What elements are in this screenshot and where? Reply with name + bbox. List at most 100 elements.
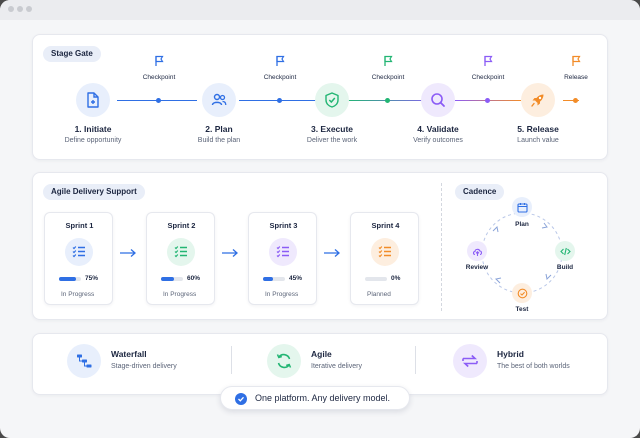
checkpoint-label: Checkpoint	[371, 74, 405, 81]
sprint-name: Sprint 2	[167, 221, 196, 230]
swap-arrows-icon	[462, 354, 478, 368]
cadence-label: Plan	[515, 221, 529, 228]
model-hybrid[interactable]	[453, 344, 487, 378]
sprint-percent: 0%	[391, 275, 401, 282]
flag-icon	[155, 55, 164, 66]
checkpoint-label: Checkpoint	[263, 74, 297, 81]
sprint-percent: 75%	[85, 275, 99, 282]
stage-subtitle: Build the plan	[197, 137, 241, 144]
release-gate-label: Release	[564, 74, 588, 81]
tagline-badge: One platform. Any delivery model.	[220, 386, 410, 410]
cadence-title: Cadence	[455, 184, 505, 200]
sprint-status: Planned	[367, 291, 391, 298]
connector-line	[239, 100, 329, 101]
cadence-step-review[interactable]	[467, 241, 487, 261]
waterfall-icon	[77, 354, 92, 368]
sprint-card[interactable]: Sprint 2 60% In Progress	[146, 212, 215, 305]
cadence-label: Test	[515, 306, 529, 313]
window-dot[interactable]	[17, 6, 23, 12]
checkpoint-dot	[385, 98, 390, 103]
cadence-step-test[interactable]	[512, 283, 532, 303]
calendar-icon	[516, 202, 528, 213]
flag-icon	[384, 55, 393, 66]
sprint-progress-bar	[161, 277, 183, 281]
stage-initiate[interactable]	[76, 83, 110, 117]
model-agile[interactable]	[267, 344, 301, 378]
sprint-progress-bar	[263, 277, 285, 281]
checkpoint-label: Checkpoint	[142, 74, 176, 81]
arrow-right-icon	[324, 249, 340, 257]
cloud-upload-icon	[472, 248, 482, 256]
stage-subtitle: Launch value	[517, 137, 559, 144]
stage-subtitle: Verify outcomes	[413, 137, 463, 144]
checkpoint-label: Checkpoint	[471, 74, 505, 81]
check-badge-icon	[235, 393, 247, 405]
cycle-icon	[276, 353, 292, 369]
cadence-step-plan[interactable]	[512, 197, 532, 217]
stage-title: 3. Execute	[310, 124, 354, 134]
checklist-icon	[269, 238, 297, 266]
rocket-icon	[531, 94, 544, 107]
stage-execute[interactable]	[315, 83, 349, 117]
model-title: Waterfall	[111, 349, 147, 359]
arrow-right-icon	[222, 249, 238, 257]
window-dot[interactable]	[26, 6, 32, 12]
cadence-label: Build	[556, 264, 574, 271]
checklist-icon	[167, 238, 195, 266]
magnifier-icon	[431, 93, 445, 107]
tagline-text: One platform. Any delivery model.	[255, 393, 391, 403]
model-waterfall[interactable]	[67, 344, 101, 378]
stage-gate-title: Stage Gate	[43, 46, 101, 62]
agile-delivery-title: Agile Delivery Support	[43, 184, 145, 200]
sprint-progress-fill	[263, 277, 273, 281]
delivery-models-card: Waterfall Stage-driven delivery Agile It…	[32, 333, 608, 395]
sprint-status: In Progress	[61, 291, 95, 298]
sprint-status: In Progress	[163, 291, 197, 298]
sprint-progress-bar	[59, 277, 81, 281]
flag-icon	[276, 55, 285, 66]
model-separator	[231, 346, 232, 374]
model-subtitle: The best of both worlds	[497, 363, 570, 370]
connector-line	[347, 100, 437, 101]
sprint-name: Sprint 3	[269, 221, 298, 230]
stage-subtitle: Define opportunity	[64, 137, 122, 144]
cadence-label: Review	[465, 264, 489, 271]
model-subtitle: Iterative delivery	[311, 363, 362, 370]
checklist-icon	[371, 238, 399, 266]
stage-plan[interactable]	[202, 83, 236, 117]
checklist-icon	[65, 238, 93, 266]
sprint-progress-fill	[161, 277, 175, 281]
code-icon	[559, 247, 571, 255]
sprint-name: Sprint 4	[371, 221, 400, 230]
checkpoint-dot	[156, 98, 161, 103]
stage-title: 5. Release	[517, 124, 559, 134]
flag-icon	[572, 55, 581, 66]
arrow-right-icon	[120, 249, 136, 257]
check-circle-icon	[517, 288, 527, 298]
checkpoint-dot	[485, 98, 490, 103]
model-subtitle: Stage-driven delivery	[111, 363, 177, 370]
stage-title: 4. Validate	[417, 124, 459, 134]
sprint-card[interactable]: Sprint 1 75% In Progress	[44, 212, 113, 305]
cadence-step-build[interactable]	[555, 241, 575, 261]
sprint-progress-bar	[365, 277, 387, 281]
add-document-icon	[87, 92, 99, 108]
stage-gate-card: Stage Gate Checkpoint Checkpoint Checkpo…	[32, 34, 608, 160]
shield-check-icon	[325, 92, 339, 108]
stage-subtitle: Deliver the work	[306, 137, 358, 144]
window-titlebar	[0, 0, 640, 20]
stage-title: 1. Initiate	[74, 124, 112, 134]
stage-validate[interactable]	[421, 83, 455, 117]
stage-release[interactable]	[521, 83, 555, 117]
connector-line	[563, 100, 579, 101]
flag-icon	[484, 55, 493, 66]
window-dot[interactable]	[8, 6, 14, 12]
checkpoint-dot	[277, 98, 282, 103]
model-separator	[415, 346, 416, 374]
section-divider	[441, 183, 442, 311]
sprint-status: In Progress	[265, 291, 299, 298]
sprint-progress-fill	[59, 277, 76, 281]
sprint-card[interactable]: Sprint 4 0% Planned	[350, 212, 419, 305]
sprint-card[interactable]: Sprint 3 45% In Progress	[248, 212, 317, 305]
